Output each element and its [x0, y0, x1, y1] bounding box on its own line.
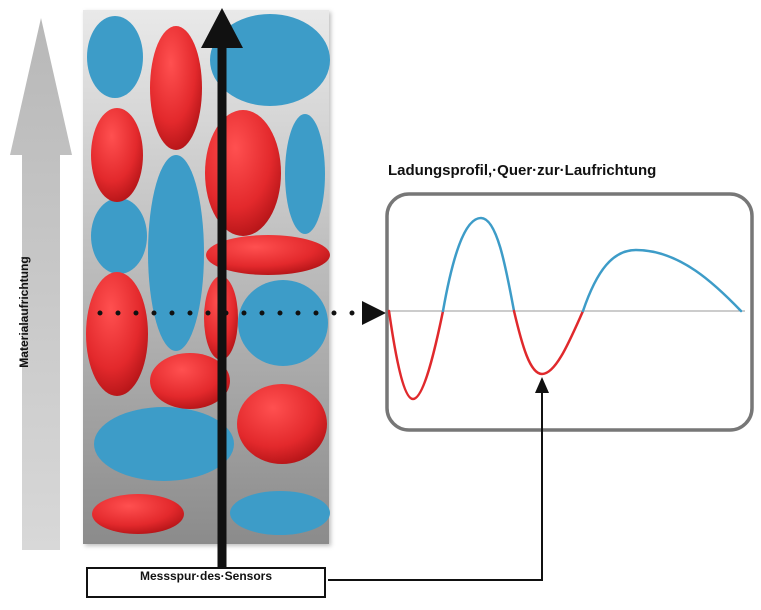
red-particle: [91, 108, 143, 202]
red-particle: [92, 494, 184, 534]
negative-charge-segment: [512, 309, 585, 376]
sensor-track-label-box: Messspur·des·Sensors: [86, 567, 326, 598]
negative-charge-segment: [387, 309, 445, 401]
blue-particle: [230, 491, 330, 535]
sensor-track-arrow: [201, 8, 243, 572]
blue-particle: [91, 198, 147, 274]
dotted-transfer-arrow: [97, 301, 386, 325]
blue-particle: [148, 155, 204, 351]
red-particle: [206, 235, 330, 275]
blue-particle: [210, 14, 330, 106]
blue-particle: [94, 407, 234, 481]
positive-charge-segment: [581, 248, 743, 313]
material-direction-arrow: [10, 18, 72, 550]
positive-charge-segment: [441, 216, 516, 313]
red-particle: [150, 353, 230, 409]
charge-profile-curve: [387, 216, 743, 401]
red-particle: [150, 26, 202, 150]
blue-particle: [87, 16, 143, 98]
sensor-track-label: Messspur·des·Sensors: [139, 569, 273, 583]
blue-particle: [285, 114, 325, 234]
red-particle: [205, 110, 281, 236]
red-particle: [237, 384, 327, 464]
profile-title: Ladungsprofil,·Quer·zur·Laufrichtung: [388, 162, 657, 179]
blue-particle: [238, 280, 328, 366]
red-particle: [86, 272, 148, 396]
material-strip: [83, 10, 330, 544]
sensor-connector-arrow: [328, 377, 549, 581]
material-direction-label: Materialaufrichtung: [17, 256, 31, 368]
